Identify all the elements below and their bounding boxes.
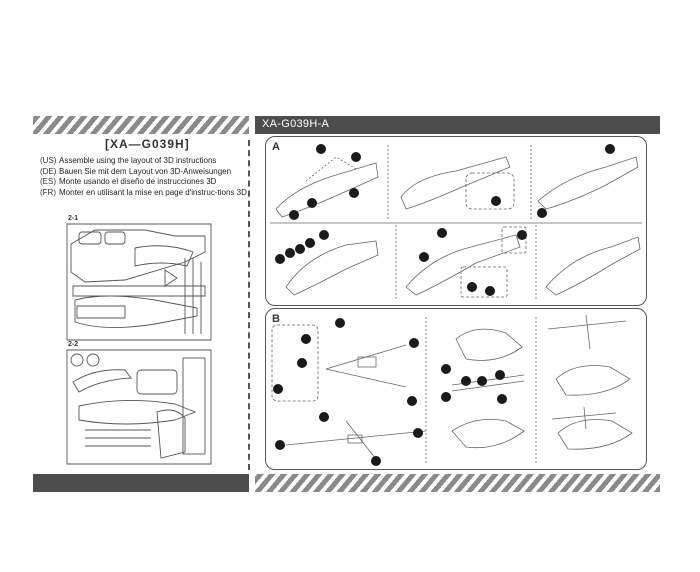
floor-plate-part: [78, 400, 197, 425]
footer-stripe-right: [255, 474, 660, 492]
instruction-de: (DE) Bauen Sie mit dem Layout von 3D-Anw…: [40, 167, 250, 177]
side-panel-part: [74, 295, 198, 328]
lang-code: (DE): [40, 166, 57, 176]
tail-strip-part: [184, 258, 202, 334]
lang-code: (US): [40, 156, 57, 165]
cabin-part: [134, 245, 194, 267]
lang-code: (FR): [40, 187, 56, 197]
main-rotor: [547, 314, 627, 350]
parts-sheet-2: [66, 349, 212, 465]
step-letter: B: [272, 313, 280, 325]
lang-code: (ES): [40, 177, 56, 186]
strip-part: [72, 285, 206, 297]
sheet-code: XA-G039H-A: [262, 118, 330, 130]
fuselage-part: [70, 229, 206, 283]
instruction-text: Monter en utilisant la mise en page d'in…: [59, 187, 247, 197]
detail-callout: [501, 226, 527, 254]
seat-part: [136, 369, 178, 395]
sheet-label: 2-2: [68, 341, 79, 348]
fuselage-step1: [275, 162, 379, 218]
instruction-text: Monte usando el diseño de instrucciones …: [59, 177, 217, 186]
header-stripe-left: [33, 116, 249, 134]
fuselage-step5: [405, 234, 521, 296]
fin-part: [164, 269, 178, 287]
instruction-us: (US) Assemble using the layout of 3D ins…: [40, 156, 250, 166]
step-b-panel: B: [265, 308, 647, 470]
rod-part: [85, 429, 151, 447]
window-part: [104, 231, 126, 245]
hub-part: [86, 353, 100, 367]
instruction-fr: (FR) Monter en utilisant la mise en page…: [40, 188, 250, 198]
helicopter-final-2: [557, 419, 633, 450]
sheet-outline: [66, 349, 212, 465]
step-a-drawing: [270, 144, 642, 299]
header-bar-right: [255, 116, 660, 134]
floor-part: [76, 305, 126, 319]
fuselage-step2: [400, 156, 511, 210]
step-letter: A: [272, 141, 280, 153]
sheet-label: 2-1: [68, 215, 79, 222]
fuselage-step6: [545, 236, 641, 296]
rotor-blade-assembly: [325, 344, 407, 388]
detail-callout: [271, 324, 319, 402]
hub-part: [70, 353, 84, 367]
cabin-top-view: [455, 328, 523, 361]
fuselage-step3: [537, 156, 639, 210]
fuselage-step4: [285, 240, 379, 296]
helicopter-assembled: [451, 418, 525, 449]
detail-callout: [460, 266, 508, 298]
step-a-panel: A: [265, 136, 647, 306]
instruction-list: (US) Assemble using the layout of 3D ins…: [40, 156, 250, 198]
instruction-text: Assemble using the layout of 3D instruct…: [59, 156, 217, 165]
instruction-es: (ES) Monte usando el diseño de instrucci…: [40, 177, 250, 187]
boom-part: [182, 357, 206, 455]
fold-divider: [248, 140, 250, 470]
sheet-outline: [66, 223, 212, 341]
detail-callout: [465, 172, 515, 210]
parts-sheet-1: [66, 223, 212, 341]
model-title: [XA—G039H]: [105, 137, 190, 151]
rotor-assembly-2: [285, 420, 427, 460]
tail-panel-part: [156, 409, 186, 459]
instruction-text: Bauen Sie mit dem Layout von 3D-Anweisun…: [59, 166, 232, 176]
footer-bar-left: [33, 474, 249, 492]
helicopter-final: [555, 365, 631, 396]
step-b-drawing: [271, 314, 633, 466]
skid-part: [72, 369, 132, 393]
window-part: [78, 231, 102, 245]
